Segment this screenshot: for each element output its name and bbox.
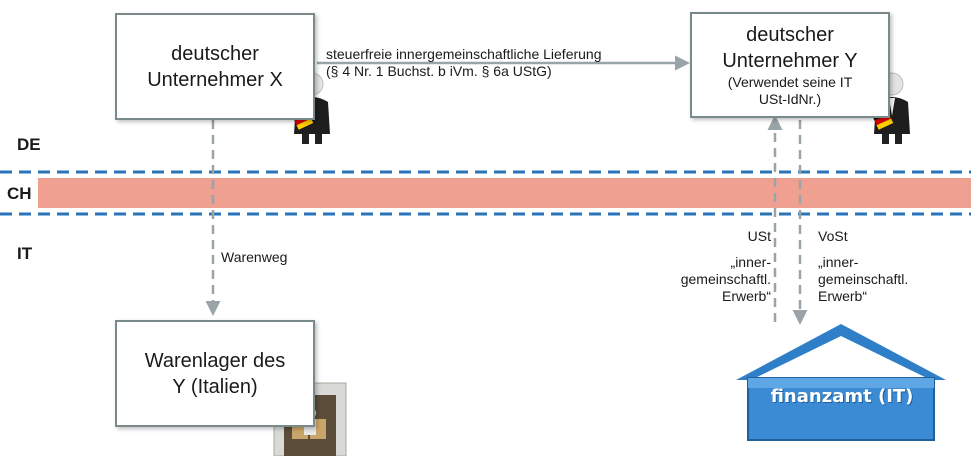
ust-label: USt „inner- gemeinschaftl. Erwerb“ — [681, 228, 771, 305]
box-y-line1: deutscher — [746, 24, 834, 46]
warenweg-label: Warenweg — [221, 249, 288, 265]
ust-line1: „inner- — [730, 254, 771, 270]
box-warehouse-line2: Y (Italien) — [172, 375, 258, 398]
vost-line3: Erwerb“ — [818, 288, 868, 304]
vost-line1: „inner- — [818, 254, 859, 270]
box-x-line1: deutscher — [171, 42, 259, 65]
delivery-line2: (§ 4 Nr. 1 Buchst. b iVm. § 6a UStG) — [326, 63, 552, 79]
finanzamt-sign-text: finanzamt (IT) — [770, 386, 914, 407]
region-ch: CH — [7, 184, 32, 203]
box-unternehmer-y: deutscher Unternehmer Y (Verwendet seine… — [690, 12, 890, 118]
box-warehouse-line1: Warenlager des — [144, 349, 286, 372]
ust-line2: gemeinschaftl. — [680, 271, 771, 287]
box-y-note2: USt-IdNr.) — [758, 91, 822, 107]
box-warenlager: Warenlager des Y (Italien) — [115, 320, 315, 427]
vost-label: VoSt „inner- gemeinschaftl. Erwerb“ — [818, 228, 908, 305]
region-de: DE — [17, 135, 41, 154]
box-unternehmer-x: deutscher Unternehmer X — [115, 13, 315, 120]
box-y-line2: Unternehmer Y — [722, 50, 858, 72]
vost-title: VoSt — [818, 228, 848, 244]
ch-border-band — [38, 178, 971, 208]
vost-line2: gemeinschaftl. — [818, 271, 909, 287]
delivery-line1: steuerfreie innergemeinschaftliche Liefe… — [326, 46, 602, 62]
box-y-note1: (Verwendet seine IT — [727, 74, 853, 90]
delivery-label: steuerfreie innergemeinschaftliche Liefe… — [326, 46, 602, 80]
ust-line3: Erwerb“ — [721, 288, 771, 304]
ust-title: USt — [747, 228, 771, 244]
finanzamt-house-icon — [736, 324, 946, 441]
box-x-line2: Unternehmer X — [147, 68, 283, 91]
region-it: IT — [17, 244, 33, 263]
